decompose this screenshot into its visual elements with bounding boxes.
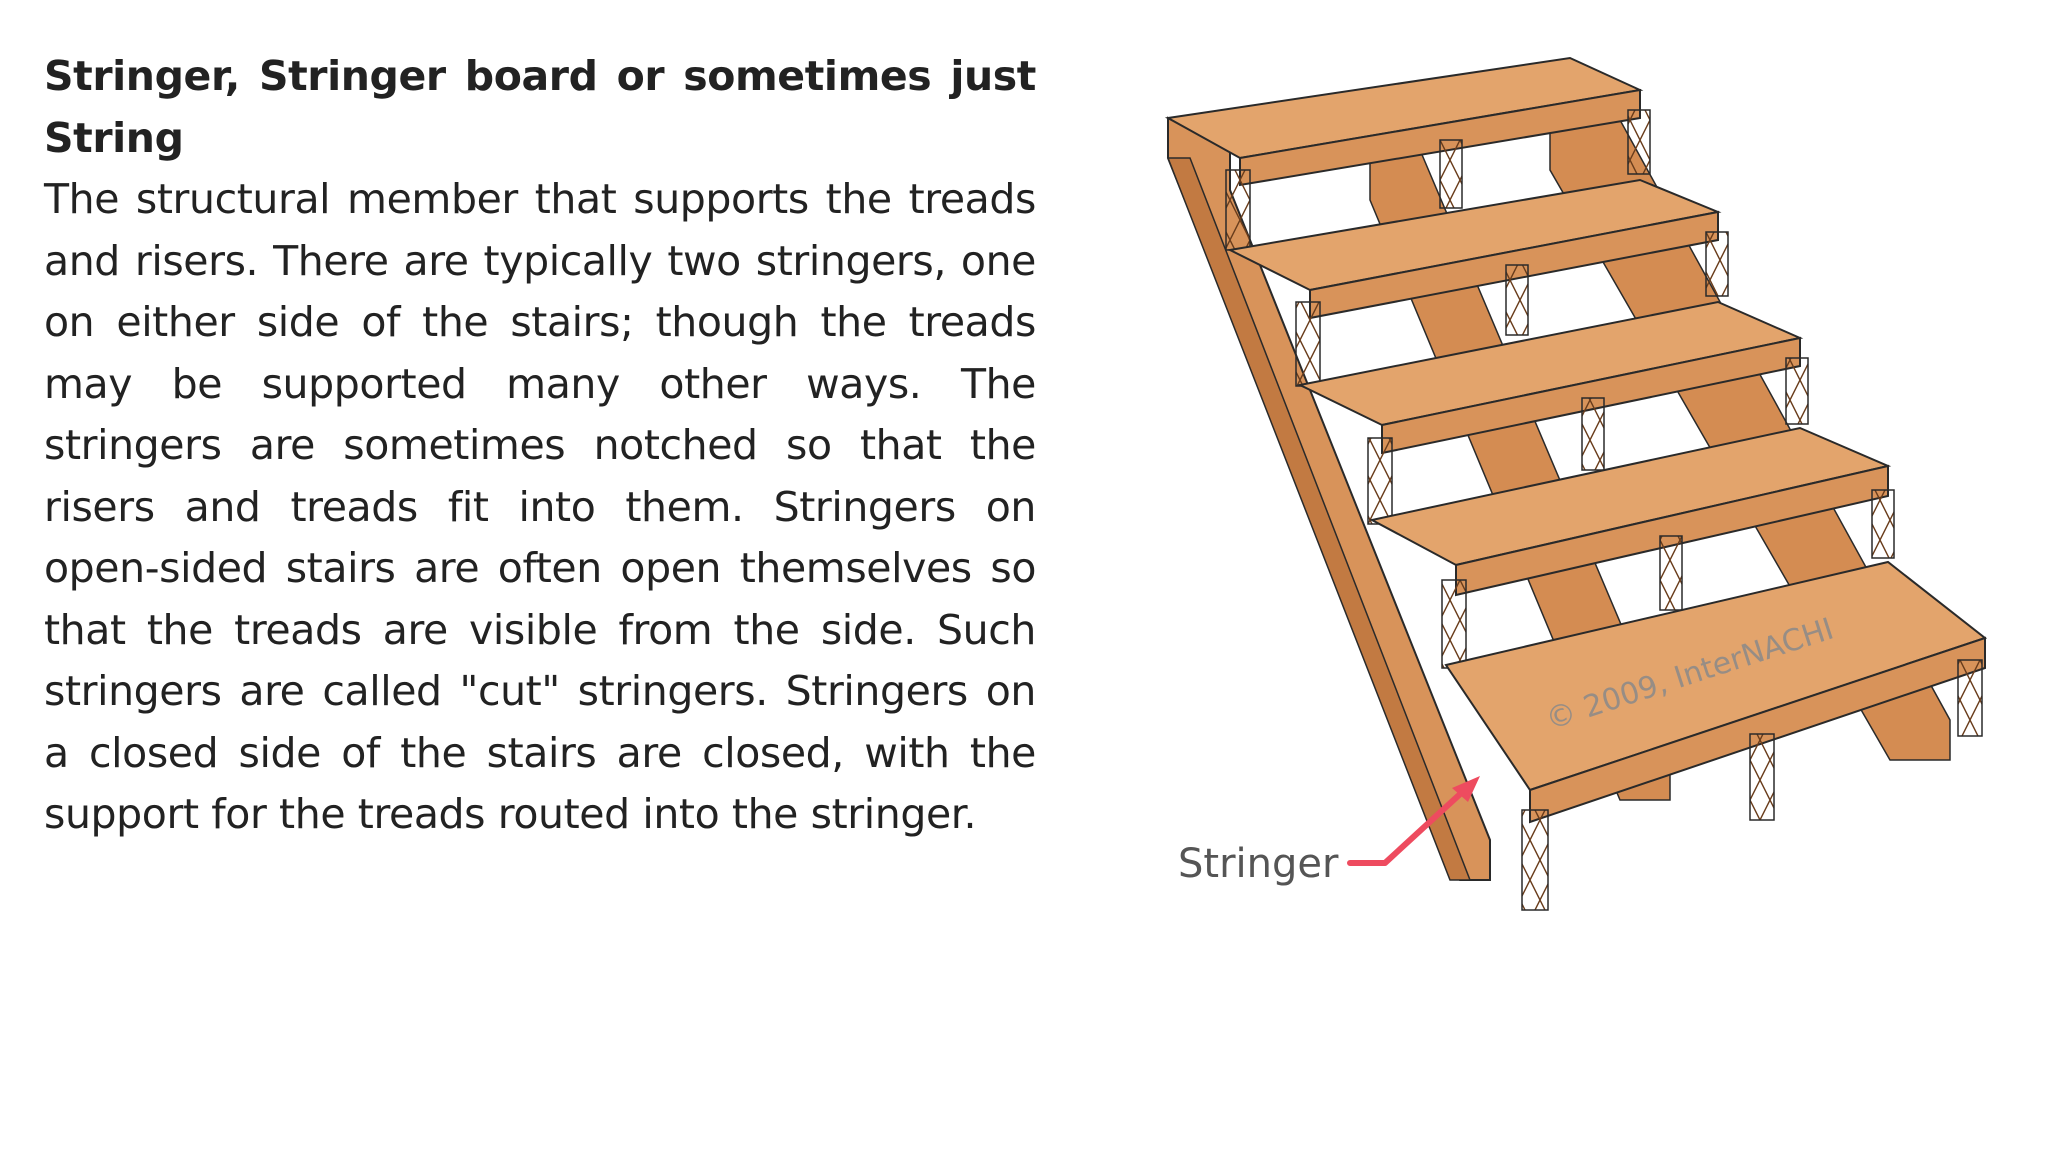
term-heading: Stringer, Stringer board or sometimes ju…: [44, 52, 1036, 162]
tread-3-support-left: [1367, 437, 1393, 525]
tread-4-support-left: [1441, 579, 1467, 669]
stringer-callout-label: Stringer: [1178, 841, 1339, 887]
tread-2-support-left: [1295, 301, 1321, 387]
stringer-callout-arrow: [1347, 782, 1473, 866]
tread-2-support-mid: [1505, 264, 1529, 336]
tread-3-support-mid: [1581, 397, 1605, 471]
definition-paragraph: The structural member that supports the …: [44, 175, 1036, 838]
tread-5-support-mid: [1749, 733, 1775, 821]
tread-4-support-mid: [1659, 535, 1683, 611]
definition-text-block: Stringer, Stringer board or sometimes ju…: [44, 46, 1036, 846]
tread-1-support-right: [1627, 109, 1651, 175]
tread-5-support-left: [1521, 809, 1549, 911]
tread-4-support-right: [1871, 489, 1895, 559]
stringer-callout-arrowhead: [1452, 776, 1480, 802]
left-stringer-edge: [1166, 157, 1472, 881]
stair-stringer-illustration: © 2009, InterNACHI Stringer: [1150, 40, 2010, 920]
stair-drawing: © 2009, InterNACHI Stringer: [1164, 56, 1988, 911]
tread-1-support-mid: [1439, 139, 1463, 209]
tread-3-support-right: [1785, 357, 1809, 425]
tread-2-support-right: [1705, 231, 1729, 297]
tread-5-support-right: [1957, 659, 1983, 737]
tread-1-support-left: [1225, 169, 1251, 251]
